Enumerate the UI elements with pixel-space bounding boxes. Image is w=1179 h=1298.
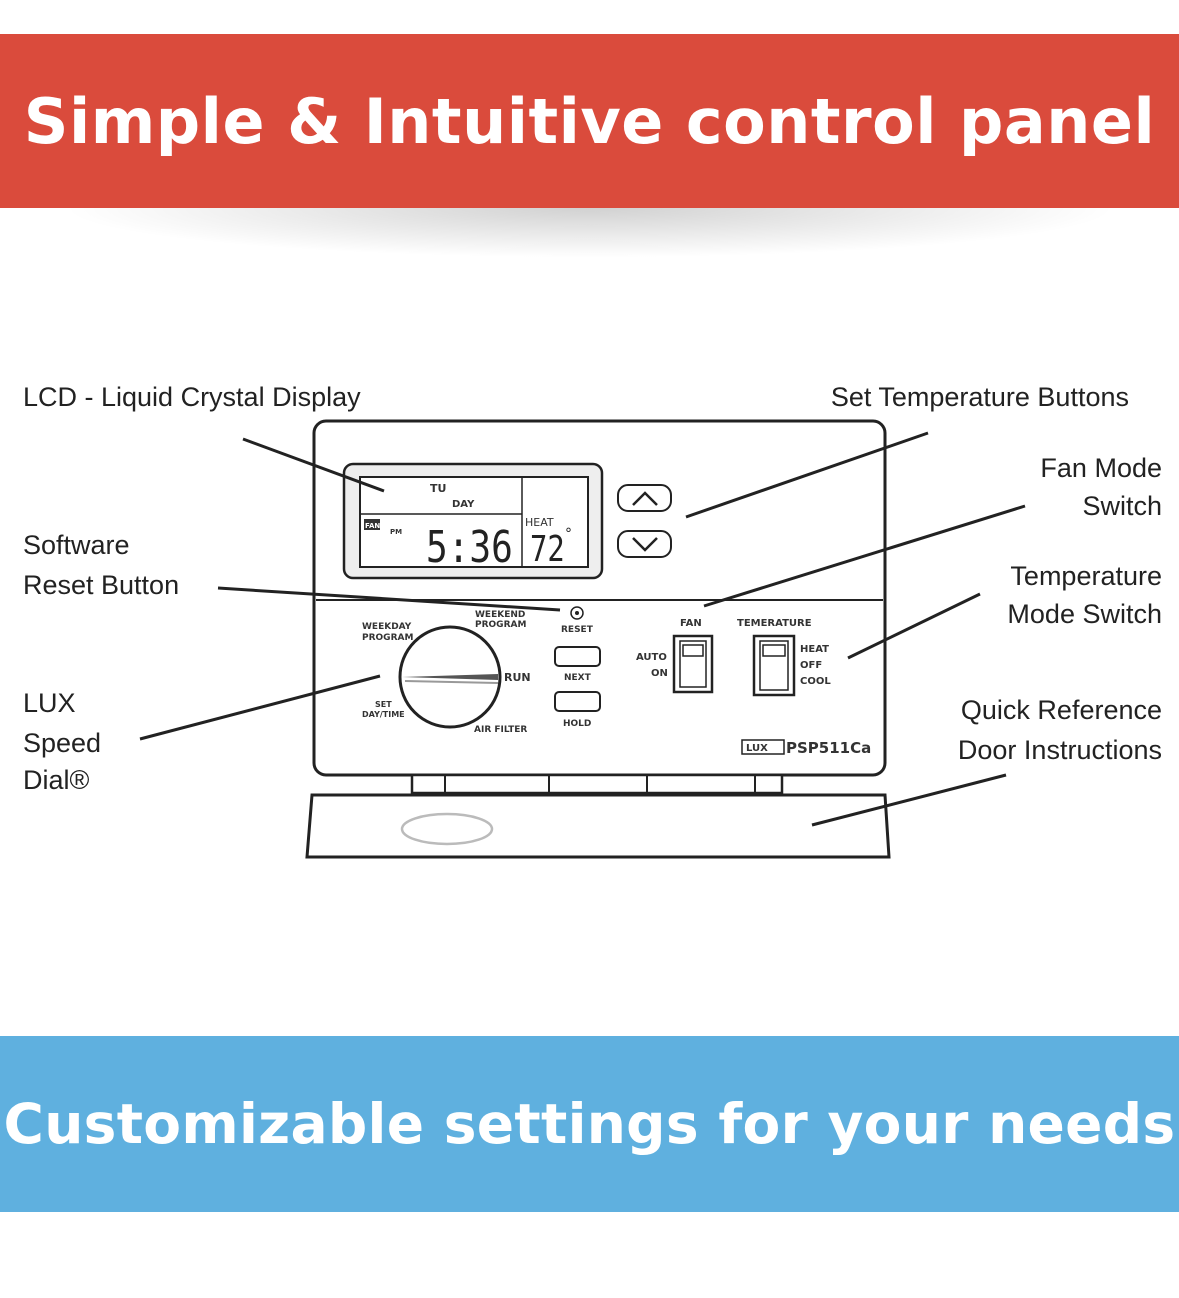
brand-logo	[741, 739, 785, 755]
brand-logo-text: LUX	[746, 743, 768, 754]
lcd-mode: HEAT	[525, 516, 554, 529]
temp-up-button[interactable]	[617, 484, 672, 512]
callout-line-fan-mode	[703, 504, 1026, 608]
top-banner-title: Simple & Intuitive control panel	[23, 84, 1156, 158]
bottom-banner: Customizable settings for your needs	[0, 1036, 1179, 1212]
dial-weekend-1: WEEKEND	[475, 610, 525, 620]
bottom-banner-title: Customizable settings for your needs	[3, 1092, 1176, 1156]
dial-weekday-2: PROGRAM	[362, 633, 413, 643]
temp-cool-label: COOL	[800, 676, 831, 687]
chevron-down-icon	[632, 537, 658, 552]
fan-on-label: ON	[651, 668, 668, 679]
lcd-temperature: 72	[530, 528, 565, 570]
temp-mode-label: TEMERATURE	[737, 618, 812, 629]
dial-air-filter: AIR FILTER	[474, 725, 527, 735]
callout-dial-3: Dial®	[23, 765, 90, 795]
callout-line-set-temp	[685, 431, 929, 519]
temp-down-button[interactable]	[617, 530, 672, 558]
fan-switch-knob	[682, 644, 704, 657]
lcd-day-code: TU	[430, 482, 446, 495]
chevron-up-icon	[632, 491, 658, 506]
callout-door-1: Quick Reference	[961, 695, 1162, 725]
callout-lcd: LCD - Liquid Crystal Display	[23, 382, 361, 412]
callout-line-reset	[217, 586, 561, 612]
model-number: PSP511Ca	[786, 739, 871, 757]
dial-set-1: SET	[375, 700, 392, 709]
dial-weekend-2: PROGRAM	[475, 620, 526, 630]
lcd-day-label: DAY	[452, 499, 475, 510]
callout-fan-mode-2: Switch	[1082, 491, 1162, 521]
callout-line-lcd	[242, 437, 385, 493]
lcd-screen	[359, 476, 589, 568]
temp-off-label: OFF	[800, 660, 822, 671]
lcd-fan-badge-text: FAN	[365, 522, 380, 530]
dial-set-2: DAY/TIME	[362, 710, 405, 719]
callout-temp-mode-1: Temperature	[1010, 561, 1162, 591]
next-button[interactable]	[554, 646, 601, 667]
callout-door-2: Door Instructions	[958, 735, 1162, 765]
callout-line-door	[811, 773, 1007, 827]
top-banner: Simple & Intuitive control panel	[0, 34, 1179, 208]
dial-pointer	[402, 674, 498, 680]
hold-label: HOLD	[563, 719, 591, 729]
callout-set-temp: Set Temperature Buttons	[831, 382, 1129, 412]
callout-reset-1: Software	[23, 530, 130, 560]
lcd-ampm: PM	[390, 528, 402, 536]
callout-fan-mode-1: Fan Mode	[1040, 453, 1162, 483]
temp-heat-label: HEAT	[800, 644, 829, 655]
reference-door[interactable]	[305, 793, 891, 859]
callout-reset-2: Reset Button	[23, 570, 179, 600]
banner-shadow	[60, 208, 1120, 258]
lcd-time: 5:36	[426, 523, 513, 573]
lcd-fan-badge	[364, 519, 380, 530]
reset-label: RESET	[561, 625, 594, 635]
callout-line-dial	[139, 674, 381, 741]
dial-weekday-1: WEEKDAY	[362, 622, 412, 632]
fan-auto-label: AUTO	[636, 652, 667, 663]
dial-pointer-line	[404, 680, 499, 684]
dial-run: RUN	[504, 671, 531, 684]
reset-dot-icon	[575, 611, 579, 615]
callout-dial-2: Speed	[23, 728, 101, 758]
next-label: NEXT	[564, 673, 592, 683]
lcd-degree: °	[565, 526, 572, 542]
temp-switch-knob	[762, 644, 786, 657]
base-connector	[410, 773, 784, 795]
callout-dial-1: LUX	[23, 688, 76, 718]
fan-label: FAN	[680, 618, 702, 629]
callout-line-temp-mode	[847, 592, 981, 660]
callout-temp-mode-2: Mode Switch	[1007, 599, 1162, 629]
hold-button[interactable]	[554, 691, 601, 712]
door-finger-grip	[400, 812, 494, 846]
